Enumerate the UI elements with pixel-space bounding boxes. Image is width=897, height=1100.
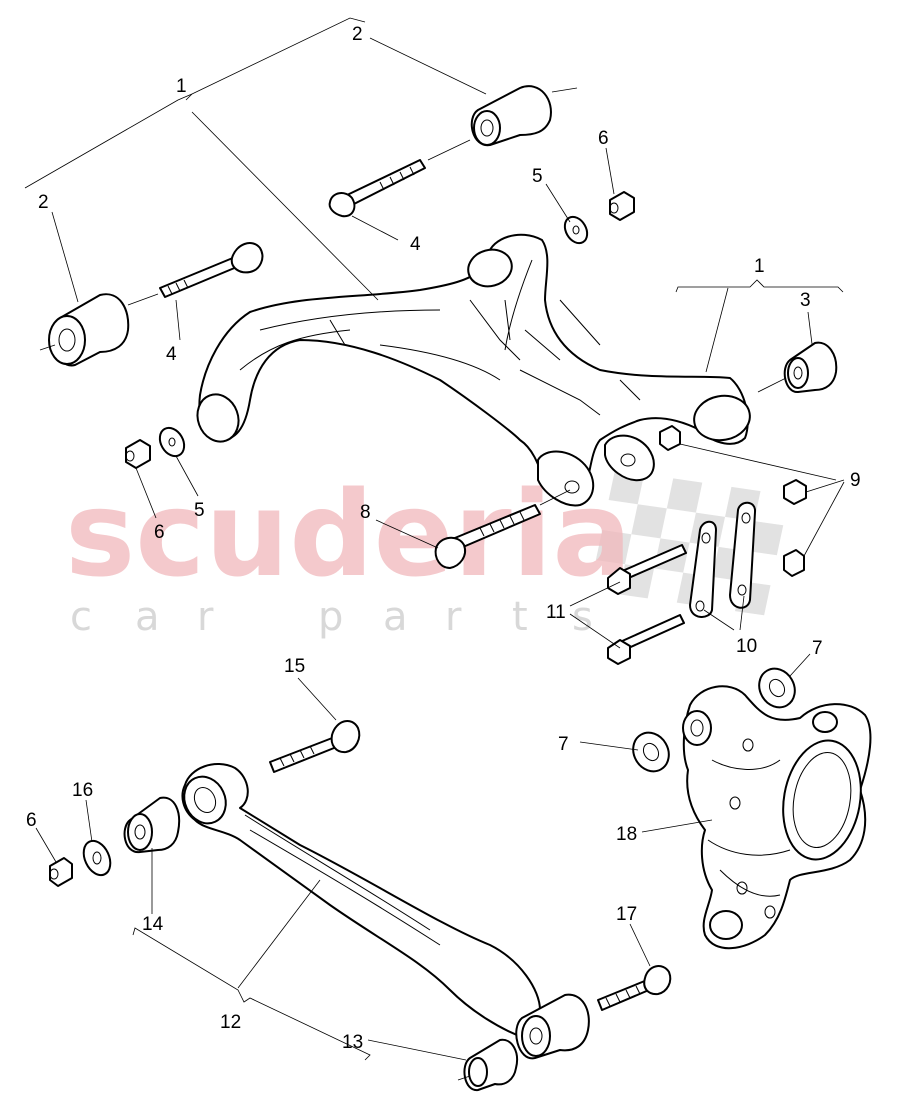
bolt-top bbox=[328, 139, 471, 218]
washer-7-right bbox=[758, 667, 796, 709]
bolt-15 bbox=[269, 719, 361, 773]
wheel-knuckle bbox=[682, 685, 872, 950]
bushing-top bbox=[470, 85, 578, 147]
bushing-right bbox=[757, 341, 838, 394]
washer-left bbox=[158, 426, 186, 458]
nut-bottom bbox=[49, 857, 73, 887]
nut-9c bbox=[783, 549, 805, 577]
callout-17: 17 bbox=[616, 904, 637, 925]
watermark-letter: s bbox=[572, 594, 593, 640]
callout-14: 14 bbox=[142, 914, 164, 935]
callout-labels: 1 1 2 2 3 4 4 5 5 6 6 6 7 7 8 9 10 11 12… bbox=[26, 24, 861, 1053]
callout-7: 7 bbox=[558, 734, 569, 755]
callout-6: 6 bbox=[598, 128, 609, 149]
callout-18: 18 bbox=[616, 824, 637, 845]
callout-1: 1 bbox=[176, 76, 187, 97]
watermark-letter: t bbox=[512, 594, 528, 640]
callout-4: 4 bbox=[410, 234, 421, 255]
callout-4: 4 bbox=[166, 344, 177, 365]
lower-link-end-bushing bbox=[515, 993, 590, 1060]
upper-control-arm bbox=[196, 233, 751, 506]
bolt-long bbox=[434, 489, 571, 569]
watermark-brand: scuderia bbox=[65, 465, 632, 603]
callout-2: 2 bbox=[38, 192, 49, 213]
group-bracket-12 bbox=[132, 927, 371, 1061]
callout-15: 15 bbox=[284, 656, 305, 677]
bolt-11a bbox=[607, 544, 687, 595]
group-bracket-1-right bbox=[675, 279, 844, 293]
watermark-letter: r bbox=[445, 594, 462, 640]
watermark-letter: p bbox=[318, 594, 343, 640]
callout-6: 6 bbox=[26, 810, 37, 831]
bolt-11b bbox=[607, 614, 685, 665]
callout-3: 3 bbox=[800, 290, 811, 311]
bushing-left bbox=[39, 293, 130, 367]
lower-link bbox=[181, 763, 545, 1042]
callout-16: 16 bbox=[72, 780, 93, 801]
callout-1: 1 bbox=[754, 256, 765, 277]
plate-b bbox=[729, 501, 756, 609]
nut-top bbox=[609, 191, 635, 221]
nut-9a bbox=[659, 425, 681, 451]
callout-8: 8 bbox=[360, 502, 371, 523]
bushing-13 bbox=[457, 1038, 518, 1091]
bolt-left bbox=[127, 242, 264, 306]
bolt-17 bbox=[597, 965, 672, 1011]
callout-7: 7 bbox=[812, 638, 823, 659]
group-bracket-1-left bbox=[24, 17, 366, 189]
washer-7-left bbox=[632, 731, 670, 773]
watermark-letter: a bbox=[383, 594, 408, 640]
watermark-letter: c bbox=[70, 594, 92, 640]
washer-top bbox=[563, 215, 589, 245]
callout-5: 5 bbox=[532, 166, 543, 187]
callout-6: 6 bbox=[154, 522, 165, 543]
plate-a bbox=[689, 520, 717, 618]
bushing-14 bbox=[123, 796, 180, 854]
callout-5: 5 bbox=[194, 500, 205, 521]
arm-mount-lug bbox=[537, 434, 655, 507]
washer-16 bbox=[82, 839, 112, 877]
callout-11: 11 bbox=[546, 602, 566, 623]
leader-lines bbox=[35, 37, 845, 1061]
watermark-letter: a bbox=[135, 594, 160, 640]
callout-13: 13 bbox=[342, 1032, 363, 1053]
callout-2: 2 bbox=[352, 24, 363, 45]
nut-mid bbox=[125, 439, 151, 469]
watermark-letter: r bbox=[197, 594, 214, 640]
callout-12: 12 bbox=[220, 1012, 241, 1033]
callout-10: 10 bbox=[736, 636, 757, 657]
nut-9b bbox=[783, 479, 807, 505]
callout-9: 9 bbox=[850, 470, 861, 491]
